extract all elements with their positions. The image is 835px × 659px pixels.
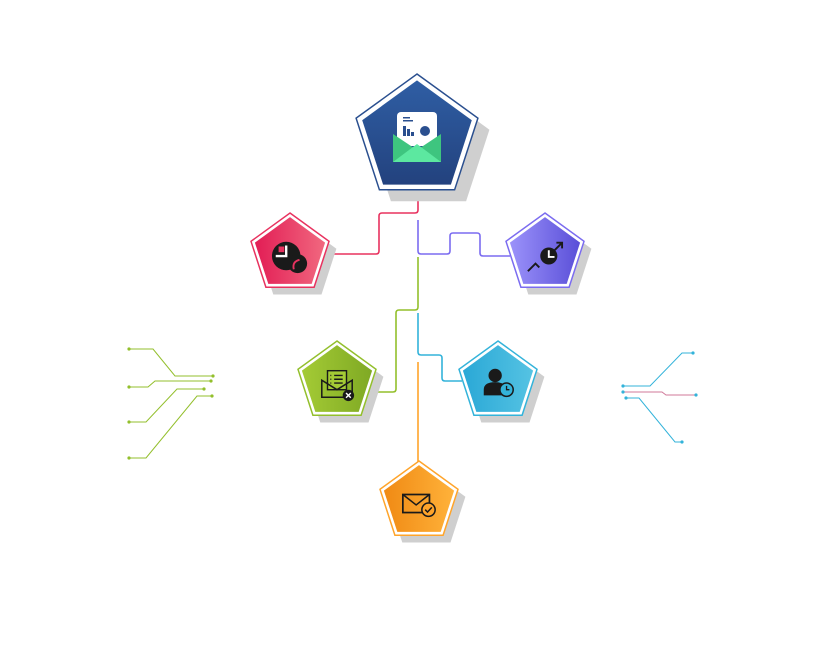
node-pink [250,212,337,295]
node-cyan [458,340,545,423]
email-rejected-icon [321,369,355,402]
node-orange [379,460,466,543]
growth-chart-icon [527,241,564,272]
connector-pink [326,188,419,255]
email-approved-icon [401,493,436,518]
connector-green [370,257,419,393]
connector-purple [417,220,510,257]
connectors [326,188,510,465]
right-circuit-decoration [621,351,698,444]
node-hub [355,73,490,202]
node-body [383,465,455,532]
node-green [297,340,384,423]
connector-cyan [417,313,462,382]
user-clock-icon [483,368,514,398]
email-report-icon [393,112,441,162]
pie-chart-wave-icon [271,241,308,274]
left-circuit-decoration [127,347,215,460]
node-purple [505,212,592,295]
